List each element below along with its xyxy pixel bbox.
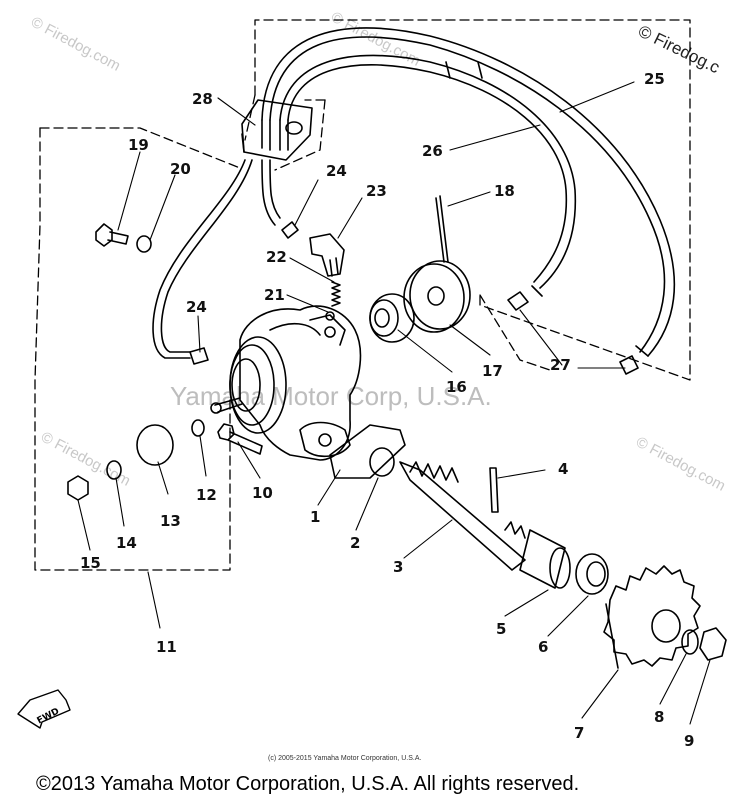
- gear-7: [603, 565, 701, 669]
- assembly-outline-upper: [244, 19, 691, 381]
- part-label-4: 4: [558, 460, 568, 478]
- part-label-1: 1: [310, 508, 320, 526]
- watermark-top-left: © Firedog.com: [28, 14, 123, 75]
- pipe-center: [261, 159, 281, 226]
- part-label-19: 19: [128, 136, 149, 154]
- washer-2: [369, 447, 395, 477]
- hose-26: [279, 54, 577, 289]
- part-label-5: 5: [496, 620, 506, 638]
- part-label-2: 2: [350, 534, 360, 552]
- joint-24-lower: [189, 347, 209, 365]
- nut-15: [67, 475, 89, 501]
- fwd-label: FWD: [36, 707, 61, 727]
- washer-20: [136, 235, 152, 253]
- part-label-28: 28: [192, 90, 213, 108]
- part-label-12: 12: [196, 486, 217, 504]
- pin-18: [435, 195, 449, 263]
- part-labels: 1 2 3 4 5 6 7 8 9 10 11 12 13 14 15 16 1…: [80, 70, 694, 750]
- part-label-27: 27: [550, 356, 571, 374]
- hose-joint-27-lower: [619, 355, 639, 375]
- hose-clip-upper: [445, 61, 649, 357]
- leader-lines: [77, 81, 711, 725]
- part-label-16: 16: [446, 378, 467, 396]
- nut-9: [699, 627, 727, 661]
- part-label-3: 3: [393, 558, 403, 576]
- oil-pump-body: [210, 305, 362, 461]
- part-label-14: 14: [116, 534, 137, 552]
- spring-22: [331, 281, 341, 307]
- part-label-8: 8: [654, 708, 664, 726]
- assembly-outline-11: [34, 127, 241, 571]
- screw-19: [95, 223, 129, 247]
- part-label-18: 18: [494, 182, 515, 200]
- part-label-20: 20: [170, 160, 191, 178]
- part-label-24-upper: 24: [326, 162, 347, 180]
- plate-13: [136, 424, 174, 466]
- part-label-13: 13: [160, 512, 181, 530]
- collar-5: [519, 529, 571, 589]
- part-label-11: 11: [156, 638, 177, 656]
- part-label-17: 17: [482, 362, 503, 380]
- part-label-25: 25: [644, 70, 665, 88]
- watermark-center: Yamaha Motor Corp, U.S.A.: [170, 381, 492, 411]
- part-label-23: 23: [366, 182, 387, 200]
- hose-joint-27-upper: [507, 291, 529, 311]
- pin-4: [489, 467, 499, 513]
- washer-14: [106, 460, 122, 480]
- part-label-21: 21: [264, 286, 285, 304]
- drive-shaft-3: [399, 461, 526, 571]
- part-label-6: 6: [538, 638, 548, 656]
- clamp-28: [241, 99, 313, 161]
- hose-25: [261, 27, 676, 357]
- bearing-6: [575, 553, 609, 595]
- fwd-arrow: [17, 689, 71, 729]
- part-label-15: 15: [80, 554, 101, 572]
- copyright-line: ©2013 Yamaha Motor Corporation, U.S.A. A…: [36, 773, 579, 795]
- part-label-24-lower: 24: [186, 298, 207, 316]
- watermark-mid-right: © Firedog.com: [633, 434, 728, 495]
- pipe-left: [152, 159, 253, 359]
- part-label-22: 22: [266, 248, 287, 266]
- part-label-7: 7: [574, 724, 584, 742]
- part-label-10: 10: [252, 484, 273, 502]
- banjo-bolt-23: [309, 233, 345, 277]
- cover-17: [403, 260, 471, 333]
- gasket-1: [329, 424, 406, 479]
- oil-seal-16: [369, 293, 415, 343]
- part-label-9: 9: [684, 732, 694, 750]
- joint-24-upper: [281, 221, 299, 239]
- screw-10: [217, 423, 263, 455]
- washer-8: [681, 629, 699, 655]
- washer-12: [191, 419, 205, 437]
- fine-print: (c) 2005-2015 Yamaha Motor Corporation, …: [268, 755, 421, 762]
- part-label-26: 26: [422, 142, 443, 160]
